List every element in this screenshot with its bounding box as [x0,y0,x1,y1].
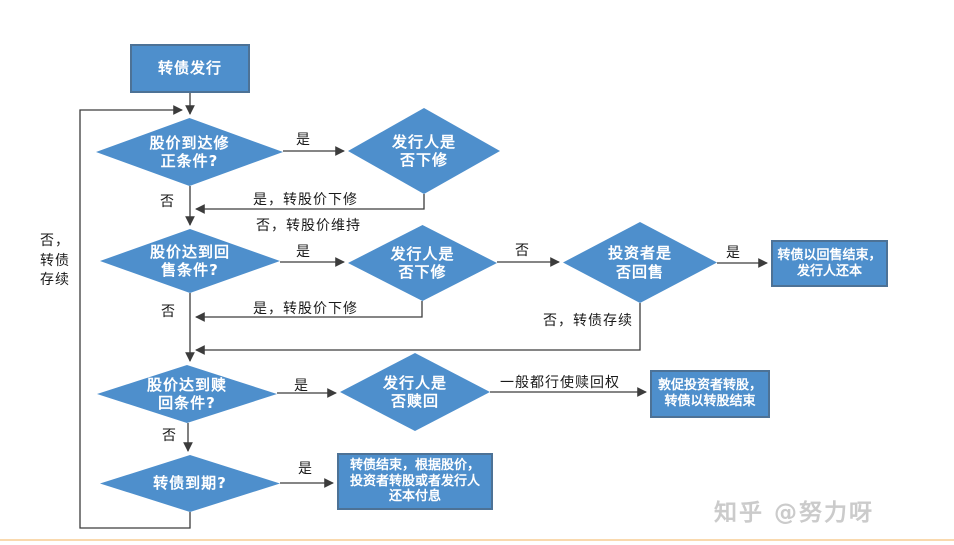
edge-label-yes-price-lowered-1: 是，转股价下修 [253,192,358,208]
edge-label-yes-5: 是 [298,461,313,477]
edge-label-yes-1: 是 [296,132,311,148]
edge-label-yes-4: 是 [294,378,309,394]
node-label: 转债以回售结束， 发行人还本 [777,247,882,279]
node-end-by-put: 转债以回售结束， 发行人还本 [771,240,888,287]
edge-label-yes-2: 是 [296,244,311,260]
edge-label-yes-3: 是 [726,245,741,261]
edge-label-no-1: 否 [160,194,175,210]
node-label: 转债发行 [157,59,222,78]
edge-label-usually-exercises-redemption: 一般都行使赎回权 [500,375,620,391]
edge-label-no-2: 否 [515,243,530,259]
edge-label-no-bond-survives: 否，转债存续 [543,313,633,329]
node-bond-issuance: 转债发行 [130,44,250,93]
node-label: 发行人是 否下修 [390,244,455,281]
node-label: 发行人是 否下修 [391,132,456,169]
node-end-by-conversion: 敦促投资者转股， 转债以转股结束 [650,370,770,418]
edge-label-no-4: 否 [162,428,177,444]
node-label: 转债到期? [153,474,227,493]
node-label: 股价达到赎 回条件? [146,375,227,412]
bottom-accent-line [0,539,954,541]
edge-label-yes-price-lowered-2: 是，转股价下修 [253,301,358,317]
node-label: 发行人是 否赎回 [382,373,447,410]
node-label: 股价达到回 售条件? [149,242,230,279]
node-label: 股价到达修 正条件? [149,133,230,170]
node-end-by-maturity: 转债结束，根据股价， 投资者转股或者发行人 还本付息 [337,453,493,510]
node-label: 投资者是 否回售 [607,244,672,281]
edge-label-no-price-maintained: 否，转股价维持 [256,218,361,234]
edge-label-loop-bond-survives: 否， 转债 存续 [40,233,70,289]
zhihu-watermark: 知乎 @努力呀 [714,500,875,526]
edge-label-no-3: 否 [161,304,176,320]
node-label: 敦促投资者转股， 转债以转股结束 [657,378,762,409]
node-label: 转债结束，根据股价， 投资者转股或者发行人 还本付息 [349,457,480,505]
